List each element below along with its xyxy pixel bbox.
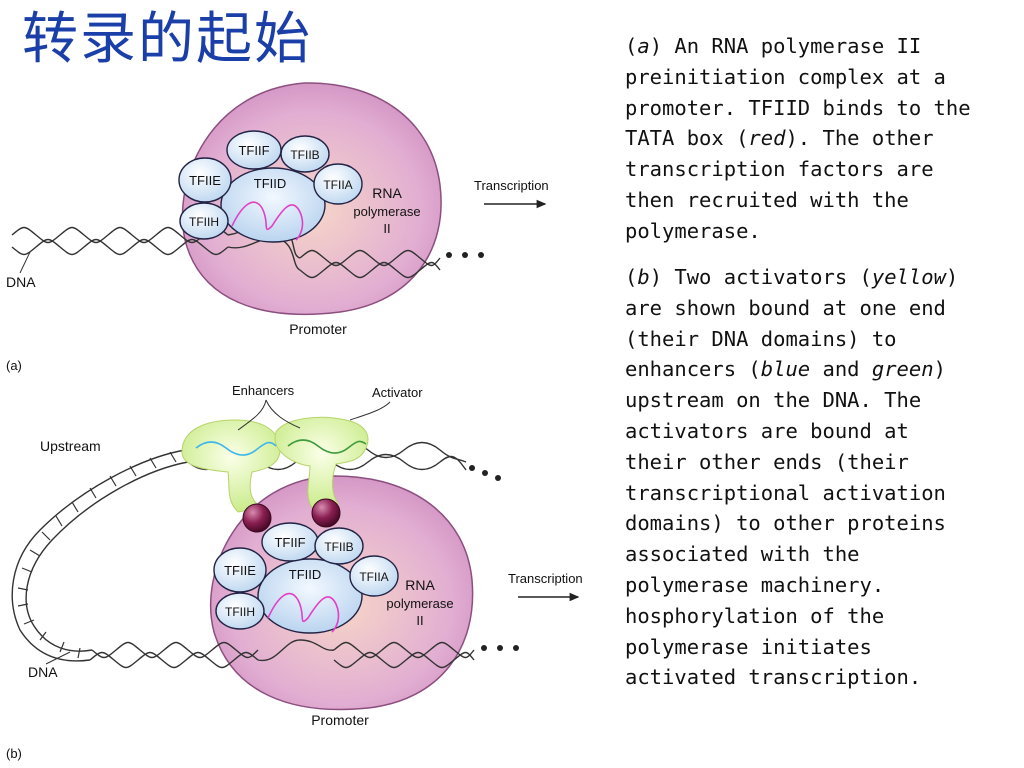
panel-a: TFIIF TFIIB TFIIE TFIID TFIIA TFIIH RNA … xyxy=(6,82,549,373)
tfiia-factor xyxy=(349,555,399,597)
dna-label: DNA xyxy=(28,664,58,680)
dna-pointer xyxy=(19,251,31,274)
panel-b-tag: (b) xyxy=(6,746,22,761)
tfiid-label: TFIID xyxy=(254,176,287,191)
tfiif-label: TFIIF xyxy=(274,535,305,550)
tfiia-label: TFIIA xyxy=(323,178,352,192)
rna-polymerase-label: II xyxy=(416,613,423,628)
rna-polymerase-label: RNA xyxy=(405,577,435,593)
tfiid-factor xyxy=(220,167,326,243)
tfiih-factor xyxy=(215,592,265,630)
tfiif-label: TFIIF xyxy=(238,143,269,158)
enhancer-blue xyxy=(195,441,277,456)
enhancers-pointer xyxy=(237,399,301,431)
dna-continuation-dot xyxy=(446,252,452,258)
dna-loop-strand xyxy=(25,461,189,652)
activation-domain-ball xyxy=(311,498,341,528)
dna-strand-b1 xyxy=(89,651,259,669)
dna-label: DNA xyxy=(6,274,36,290)
tata-box xyxy=(231,201,304,241)
dna-continuation-dot xyxy=(478,252,484,258)
panel-a-tag: (a) xyxy=(6,358,22,373)
upstream-label: Upstream xyxy=(40,438,101,454)
dna-continuation-dot xyxy=(497,645,503,651)
dna-strand-a1 xyxy=(11,226,229,244)
dna-loop-twists xyxy=(17,451,177,659)
rna-polymerase-label: II xyxy=(383,221,390,236)
transcription-initiation-diagram: TFIIF TFIIB TFIIE TFIID TFIIA TFIIH RNA … xyxy=(6,82,583,761)
dna-continuation-dot xyxy=(481,645,487,651)
dna-strand-b2 xyxy=(91,641,259,659)
dna-continuation-dot xyxy=(469,465,475,471)
tfiih-label: TFIIH xyxy=(225,605,255,619)
tfiie-label: TFIIE xyxy=(224,563,256,578)
tfiid-factor xyxy=(257,558,363,634)
tfiib-factor xyxy=(314,527,364,565)
tfiia-label: TFIIA xyxy=(359,570,388,584)
dna-strand-a3 xyxy=(299,249,441,267)
dna-continuation-dot xyxy=(513,645,519,651)
dna-continuation-dot xyxy=(495,475,501,481)
activator-pointer xyxy=(349,401,391,421)
tfiid-label: TFIID xyxy=(289,567,322,582)
description-panel-a: (a) An RNA polymerase II preinitiation c… xyxy=(625,34,971,243)
promoter-label: Promoter xyxy=(311,712,369,728)
dna-pointer xyxy=(45,651,71,665)
promoter-label: Promoter xyxy=(289,321,347,337)
transcription-label: Transcription xyxy=(508,571,583,586)
slide-title: 转录的起始 xyxy=(22,7,312,72)
dna-bend-b xyxy=(257,639,335,661)
rna-polymerase-label: polymerase xyxy=(386,596,453,611)
tfiie-label: TFIIE xyxy=(189,173,221,188)
dna-loop-strand xyxy=(11,449,186,662)
dna-strand-b3 xyxy=(333,641,475,659)
enhancers-label: Enhancers xyxy=(232,383,295,398)
dna-strand-a4 xyxy=(299,261,441,279)
activator-label: Activator xyxy=(372,385,423,400)
transcription-label: Transcription xyxy=(474,178,549,193)
tfiih-factor xyxy=(179,202,229,240)
rna-polymerase-label: polymerase xyxy=(353,204,420,219)
tfiib-label: TFIIB xyxy=(290,148,319,162)
tata-box xyxy=(267,592,340,633)
tfiib-label: TFIIB xyxy=(324,540,353,554)
enhancer-green xyxy=(287,439,367,454)
dna-strand-b4 xyxy=(333,651,475,669)
tfiib-factor xyxy=(280,135,330,173)
tfiie-factor xyxy=(178,157,232,203)
description-panel-b: (b) Two activators (yellow) are shown bo… xyxy=(625,265,959,690)
dna-continuation-dot xyxy=(482,470,488,476)
panel-b: TFIIF TFIIB TFIIE TFIID TFIIA TFIIH RNA … xyxy=(6,383,583,761)
tfiie-factor xyxy=(213,547,267,593)
rna-polymerase-label: RNA xyxy=(372,185,402,201)
tfiia-factor xyxy=(313,163,363,205)
tfiih-label: TFIIH xyxy=(189,215,219,229)
dna-continuation-dot xyxy=(462,252,468,258)
activation-domain-ball xyxy=(242,503,272,533)
dna-strand-a2 xyxy=(11,238,229,256)
